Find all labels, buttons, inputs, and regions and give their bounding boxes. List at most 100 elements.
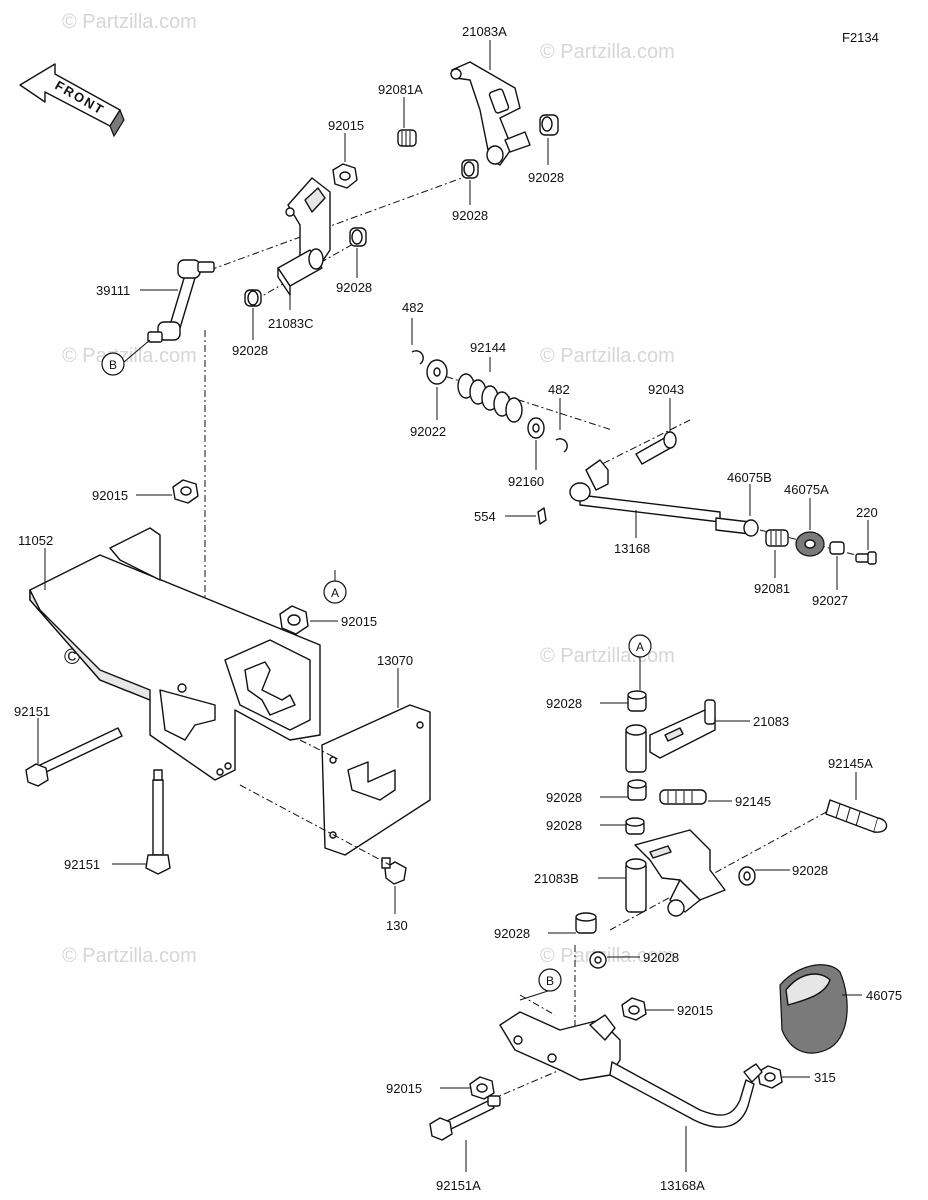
plate-13070: [321, 704, 431, 856]
center-line: [489, 1069, 561, 1101]
part-label: 554: [474, 509, 496, 524]
collar-92028: [539, 114, 559, 136]
part-label: 21083B: [534, 871, 579, 886]
part-label: 482: [402, 300, 424, 315]
part-label: 92151: [14, 704, 50, 719]
pin-92043: [635, 431, 677, 465]
center-line: [239, 784, 391, 866]
lever-21083b: [625, 829, 726, 917]
part-label: 92081: [754, 581, 790, 596]
bracket-21083c: [285, 177, 331, 269]
bolt-92151: [145, 769, 171, 875]
callout-a-lever: A: [628, 634, 652, 658]
circlip-482: [555, 438, 568, 453]
collar-92028: [627, 779, 647, 801]
part-label: 46075B: [727, 470, 772, 485]
bushing-21083c: [277, 248, 324, 296]
nut-92015: [172, 479, 199, 504]
knob-46075a: [795, 531, 825, 557]
part-label: 13070: [377, 653, 413, 668]
part-label: 92028: [494, 926, 530, 941]
pin-46075b: [715, 517, 759, 537]
collar-92028: [461, 159, 479, 179]
watermark: © Partzilla.com: [540, 345, 675, 367]
collar-92028: [244, 289, 262, 307]
callout-label: A: [636, 640, 644, 654]
part-label: 92015: [92, 488, 128, 503]
circlip-482: [411, 350, 424, 365]
part-label: 92015: [328, 118, 364, 133]
part-label: 92028: [546, 818, 582, 833]
part-label: 130: [386, 918, 408, 933]
part-label: 39111: [96, 283, 130, 298]
callout-label: B: [109, 358, 117, 372]
center-line: [589, 419, 691, 471]
shift-lever-13168a: [499, 1011, 763, 1128]
part-label: 92028: [452, 208, 488, 223]
callout-b-shift: B: [538, 968, 562, 992]
part-label: 92081A: [378, 82, 423, 97]
front-arrow-icon: FRONT: [19, 63, 125, 138]
part-label: 92145A: [828, 756, 873, 771]
part-label: 21083C: [268, 316, 314, 331]
part-label: 92043: [648, 382, 684, 397]
collar-92028: [627, 690, 647, 712]
part-label: 92151: [64, 857, 100, 872]
shaft-13168: [569, 459, 721, 523]
collar-92028: [349, 227, 367, 247]
part-label: 315: [814, 1070, 836, 1085]
part-label: 13168: [614, 541, 650, 556]
nut-92015: [469, 1076, 495, 1100]
collar-92028: [738, 866, 756, 886]
watermark: © Partzilla.com: [540, 645, 675, 667]
nut-315: [757, 1065, 783, 1089]
part-label: 220: [856, 505, 878, 520]
washer-92022: [426, 359, 448, 385]
part-label: 92145: [735, 794, 771, 809]
lever-21083a: [450, 61, 531, 166]
part-label: 482: [548, 382, 570, 397]
part-labels: 21083A 92081A 92015 92028 92028 92028 21…: [14, 24, 902, 1193]
link-rod-39111: [147, 259, 215, 343]
watermark: © Partzilla.com: [62, 11, 197, 33]
nut-92015: [279, 605, 309, 635]
part-label: 11052: [18, 533, 53, 548]
part-label: 92015: [677, 1003, 713, 1018]
screw-130: [381, 857, 407, 885]
figure-id: F2134: [842, 30, 879, 45]
center-line: [609, 809, 831, 931]
watermark: © Partzilla.com: [540, 41, 675, 63]
part-label: 13168A: [660, 1178, 705, 1193]
bolt-92151a: [429, 1095, 501, 1141]
part-label: 92028: [232, 343, 268, 358]
part-label: 21083A: [462, 24, 507, 39]
part-label: 92015: [386, 1081, 422, 1096]
spring-92144: [457, 373, 523, 423]
nut-92015: [332, 163, 358, 189]
screw-220: [855, 551, 877, 565]
knob-46075: [779, 964, 848, 1054]
spring-92081a: [397, 129, 417, 147]
spring-92081: [765, 529, 789, 547]
collar-92028: [589, 951, 607, 969]
washer-92160: [527, 417, 545, 439]
bracket-11052: [29, 527, 321, 781]
spring-92145a: [825, 799, 888, 833]
callout-b-rod: B: [101, 352, 125, 376]
nut-92015: [621, 997, 647, 1021]
lever-21083: [625, 699, 716, 773]
part-label: 92028: [643, 950, 679, 965]
bolt-92151: [25, 727, 123, 787]
part-label: 92028: [546, 790, 582, 805]
part-label: 92015: [341, 614, 377, 629]
part-label: 46075A: [784, 482, 829, 497]
collar-92028: [625, 817, 645, 835]
collar-92027: [829, 541, 845, 555]
center-line: [209, 174, 471, 271]
spring-92145: [659, 789, 707, 805]
watermark: © Partzilla.com: [62, 945, 197, 967]
callout-label: A: [331, 586, 339, 600]
part-label: 92160: [508, 474, 544, 489]
part-label: 92028: [336, 280, 372, 295]
